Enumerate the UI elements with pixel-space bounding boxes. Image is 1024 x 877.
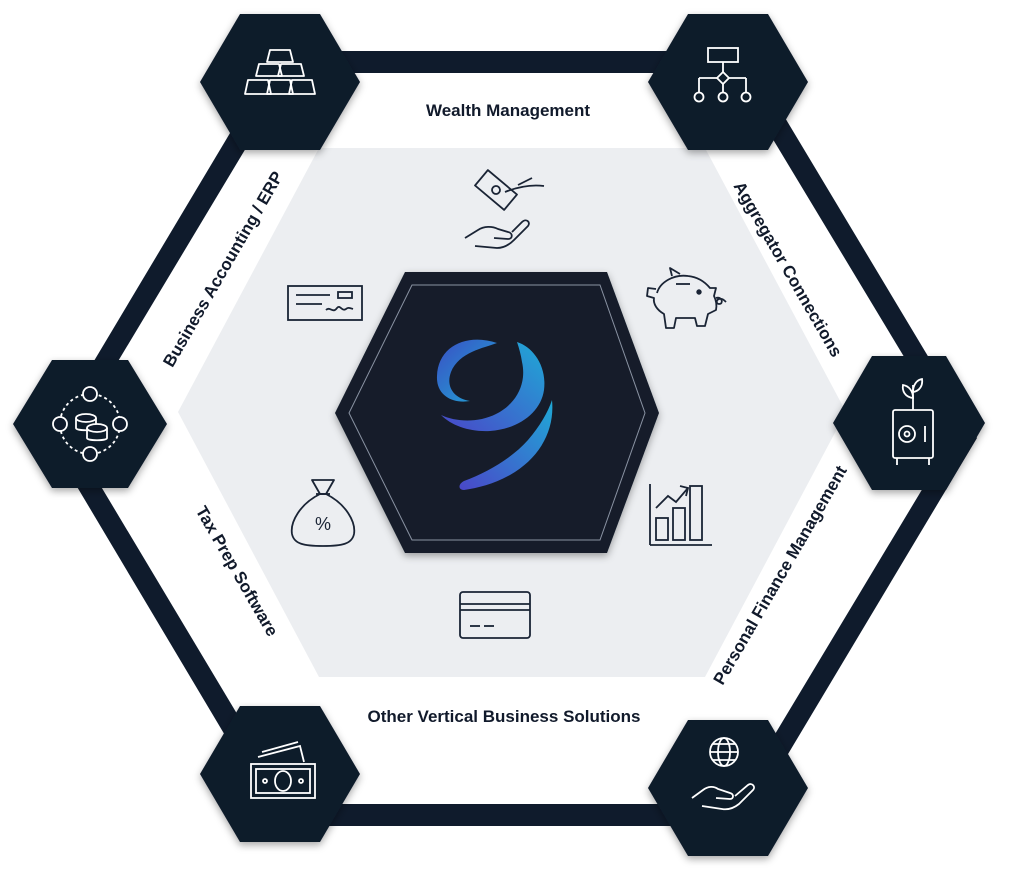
piggy-bank-icon [646, 267, 727, 329]
coin-network-icon [52, 386, 128, 462]
logo-icon [436, 339, 553, 490]
globe-in-hand-icon [691, 737, 755, 811]
safe-with-plant-icon [892, 377, 934, 465]
corner-hex-top-left [200, 14, 360, 150]
money-bag-percent-icon: % [290, 479, 356, 547]
org-chart-icon [693, 47, 752, 103]
corner-hex-right [833, 356, 985, 490]
corner-hex-top-right [648, 14, 808, 150]
corner-hex-left [13, 360, 167, 488]
svg-text:%: % [315, 514, 331, 534]
money-hand-icon [464, 169, 545, 249]
gold-bars-icon [244, 49, 316, 95]
check-icon [287, 285, 363, 321]
center-hexagon [335, 272, 659, 553]
corner-hex-bottom-right [648, 720, 808, 856]
credit-card-icon [459, 591, 531, 639]
growth-chart-icon [649, 484, 712, 546]
label-other-vertical-business-solutions: Other Vertical Business Solutions [367, 707, 640, 726]
corner-hex-bottom-left [200, 706, 360, 842]
label-wealth-management: Wealth Management [426, 101, 590, 120]
banknotes-icon [250, 741, 316, 799]
